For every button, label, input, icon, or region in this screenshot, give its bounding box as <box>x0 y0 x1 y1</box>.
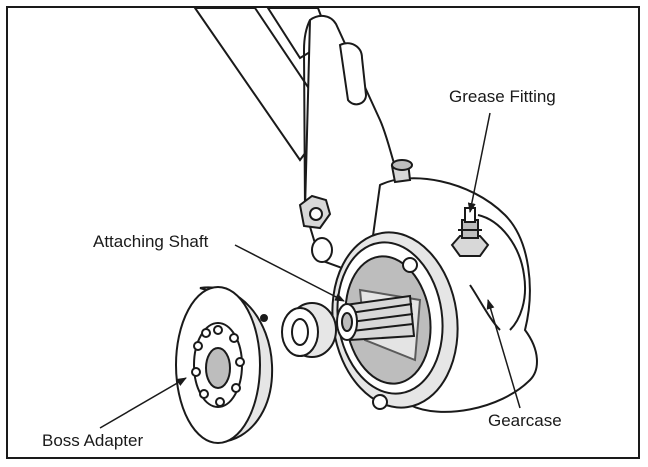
grease-fitting <box>450 207 490 257</box>
grease-fitting-label: Grease Fitting <box>449 87 556 106</box>
spacer-ring <box>281 302 337 358</box>
boss-adapter-leader <box>99 377 187 429</box>
attaching-shaft <box>336 294 416 342</box>
grease-fitting-leader <box>467 112 491 213</box>
bracket-nut <box>298 194 333 263</box>
leader-arrows <box>99 112 521 429</box>
gearcase-leader <box>486 299 521 409</box>
attaching-shaft-label: Attaching Shaft <box>93 232 209 251</box>
boss-adapter <box>175 286 274 444</box>
gearcase-label: Gearcase <box>488 411 562 430</box>
boss-adapter-label: Boss Adapter <box>42 431 144 450</box>
attaching-shaft-leader <box>234 244 345 302</box>
